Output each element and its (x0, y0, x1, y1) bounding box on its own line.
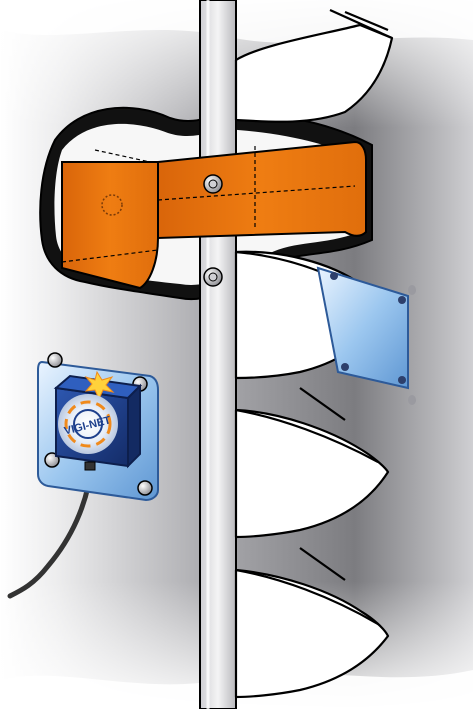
elevator-belt (200, 0, 236, 709)
vigi-net-sensor: VIGI-NET (56, 372, 140, 470)
sensor-bolt-top-left (48, 353, 62, 367)
belt-bolt (204, 268, 222, 286)
sensor-bolt-bottom-right (138, 481, 152, 495)
